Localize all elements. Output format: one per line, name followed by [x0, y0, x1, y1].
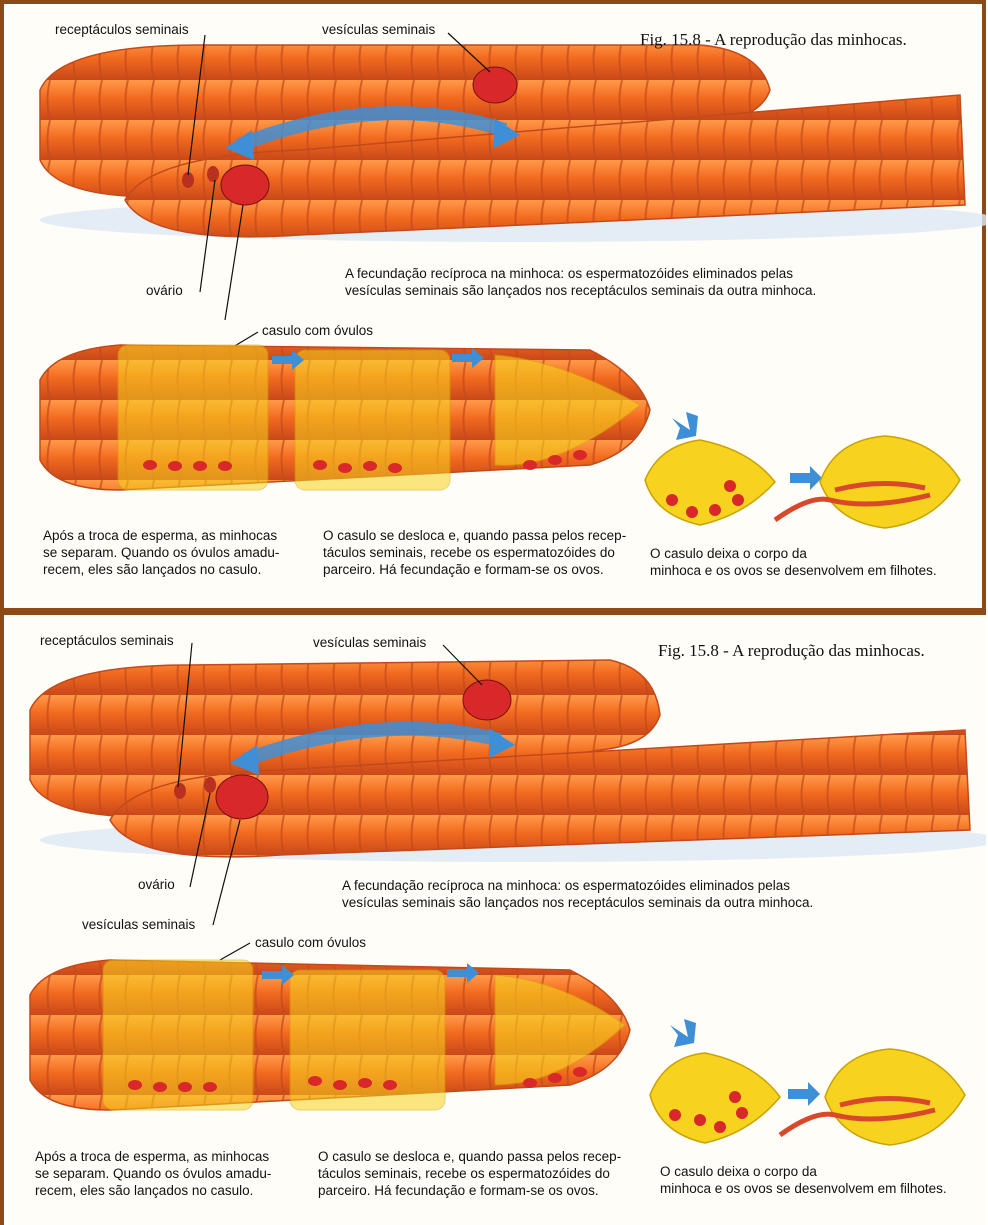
- ovary-organ: [216, 775, 268, 819]
- label-receptacles: receptáculos seminais: [55, 22, 189, 38]
- label-cocoon: casulo com óvulos: [262, 323, 373, 339]
- receptacle-organ: [204, 777, 216, 793]
- caption-step-3: O casulo deixa o corpo da minhoca e os o…: [660, 1163, 947, 1197]
- caption-step-1: Após a troca de esperma, as minhocas se …: [43, 527, 279, 578]
- label-seminal-vesicles-lower: vesículas seminais: [82, 917, 195, 933]
- caption-line: recem, eles são lançados no casulo.: [43, 561, 279, 578]
- caption-line: vesículas seminais são lançados nos rece…: [345, 282, 816, 299]
- caption-line: minhoca e os ovos se desenvolvem em filh…: [650, 562, 937, 579]
- label-ovary: ovário: [138, 877, 175, 893]
- figure-panel-1: receptáculos seminais vesículas seminais…: [0, 0, 986, 608]
- ovary-organ: [221, 165, 269, 205]
- caption-line: parceiro. Há fecundação e formam-se os o…: [323, 561, 626, 578]
- caption-line: O casulo deixa o corpo da: [660, 1163, 947, 1180]
- seminal-vesicle-organ: [463, 680, 511, 720]
- caption-line: O casulo se desloca e, quando passa pelo…: [318, 1148, 621, 1165]
- caption-line: O casulo se desloca e, quando passa pelo…: [323, 527, 626, 544]
- label-ovary: ovário: [146, 283, 183, 299]
- caption-line: Após a troca de esperma, as minhocas: [43, 527, 279, 544]
- caption-main: A fecundação recíproca na minhoca: os es…: [345, 265, 816, 299]
- caption-line: se separam. Quando os óvulos amadu-: [35, 1165, 271, 1182]
- step-arrow-icon: [672, 412, 698, 440]
- earthworm-illustration: [0, 0, 986, 608]
- figure-title: Fig. 15.8 - A reprodução das minhocas.: [640, 30, 907, 50]
- caption-line: vesículas seminais são lançados nos rece…: [342, 894, 813, 911]
- caption-line: táculos seminais, recebe os espermatozói…: [323, 544, 626, 561]
- step-arrow-icon: [788, 1082, 820, 1106]
- figure-title: Fig. 15.8 - A reprodução das minhocas.: [658, 641, 925, 661]
- caption-line: O casulo deixa o corpo da: [650, 545, 937, 562]
- cocoon-stage-1: [103, 960, 253, 1110]
- caption-line: se separam. Quando os óvulos amadu-: [43, 544, 279, 561]
- caption-step-1: Após a troca de esperma, as minhocas se …: [35, 1148, 271, 1199]
- receptacle-organ: [207, 166, 219, 182]
- receptacle-organ: [174, 783, 186, 799]
- step-arrow-icon: [670, 1019, 696, 1047]
- leader-line: [220, 943, 250, 960]
- label-cocoon: casulo com óvulos: [255, 935, 366, 951]
- step-arrow-icon: [790, 466, 822, 490]
- caption-step-2: O casulo se desloca e, quando passa pelo…: [318, 1148, 621, 1199]
- frame-divider: [0, 608, 986, 615]
- caption-line: táculos seminais, recebe os espermatozói…: [318, 1165, 621, 1182]
- seminal-vesicle-organ: [473, 67, 517, 103]
- caption-line: recem, eles são lançados no casulo.: [35, 1182, 271, 1199]
- caption-line: A fecundação recíproca na minhoca: os es…: [345, 265, 816, 282]
- cocoon-stage-1: [118, 345, 268, 490]
- label-seminal-vesicles: vesículas seminais: [322, 22, 435, 38]
- caption-step-2: O casulo se desloca e, quando passa pelo…: [323, 527, 626, 578]
- label-seminal-vesicles: vesículas seminais: [313, 635, 426, 651]
- caption-line: Após a troca de esperma, as minhocas: [35, 1148, 271, 1165]
- caption-main: A fecundação recíproca na minhoca: os es…: [342, 877, 813, 911]
- figure-panel-2: receptáculos seminais vesículas seminais…: [0, 615, 986, 1225]
- cocoon-stage-2: [290, 970, 445, 1110]
- label-receptacles: receptáculos seminais: [40, 633, 174, 649]
- caption-line: A fecundação recíproca na minhoca: os es…: [342, 877, 813, 894]
- caption-step-3: O casulo deixa o corpo da minhoca e os o…: [650, 545, 937, 579]
- caption-line: parceiro. Há fecundação e formam-se os o…: [318, 1182, 621, 1199]
- caption-line: minhoca e os ovos se desenvolvem em filh…: [660, 1180, 947, 1197]
